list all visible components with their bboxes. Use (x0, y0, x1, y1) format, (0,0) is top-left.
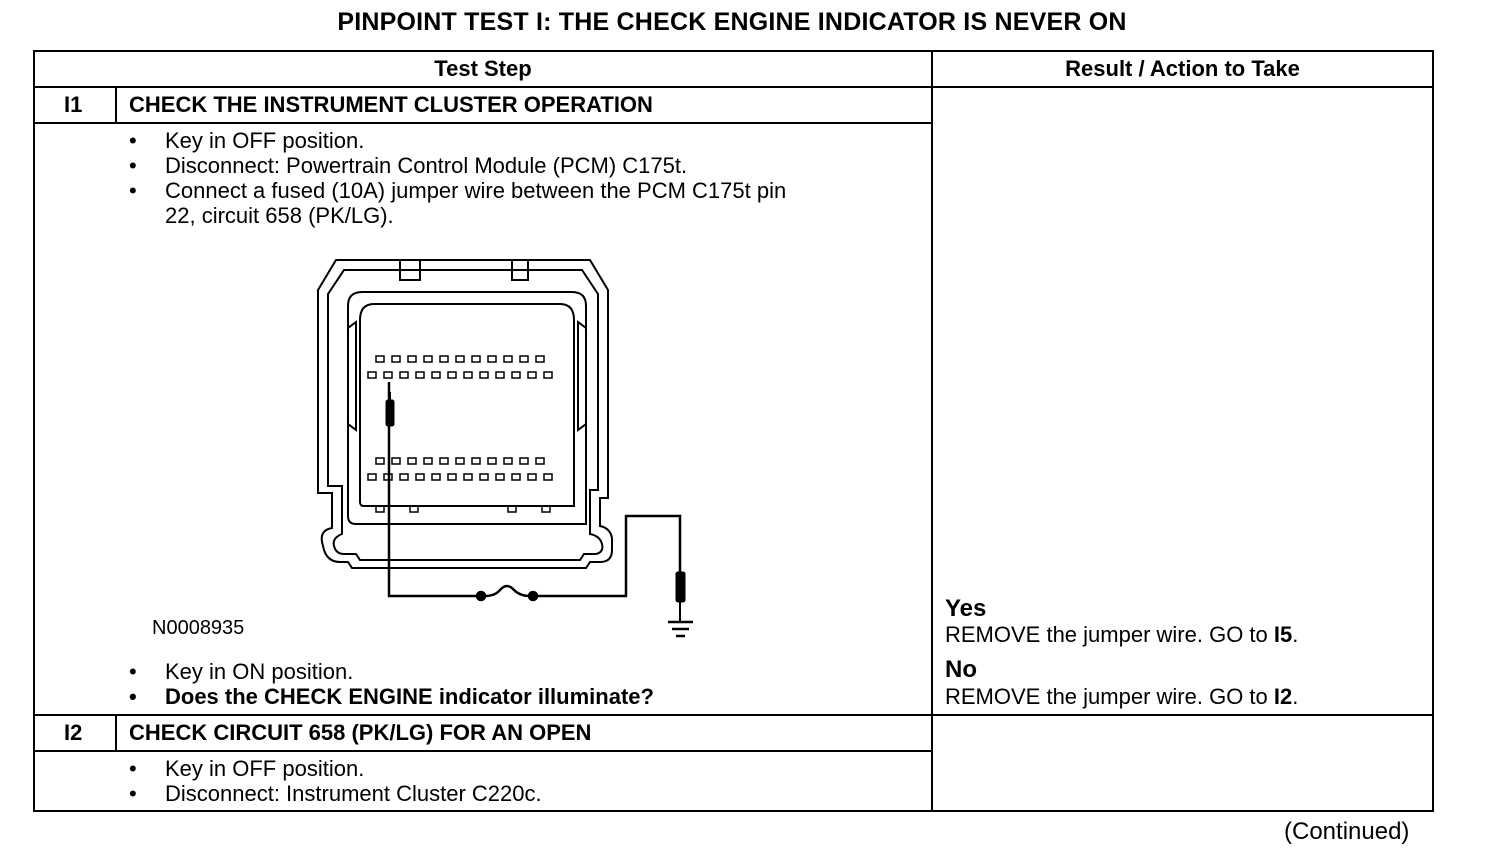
connector-inner-frame (347, 291, 587, 525)
connector-tab-left (399, 260, 421, 281)
pin-row-1 (375, 355, 545, 363)
result-no-label: No (945, 656, 977, 683)
step-i2-bullets-before: •Key in OFF position. •Disconnect: Instr… (129, 756, 542, 806)
step-id-i1: I1 (64, 92, 83, 117)
list-item: •Key in OFF position. (129, 756, 365, 781)
pin-row-3 (375, 457, 545, 465)
header-result-action: Result / Action to Take (1065, 56, 1300, 81)
list-item: •Key in OFF position. (129, 128, 365, 153)
list-item: •Key in ON position. (129, 659, 354, 684)
step-heading-i2: CHECK CIRCUIT 658 (PK/LG) FOR AN OPEN (129, 720, 592, 745)
continued-label: (Continued) (1284, 818, 1410, 845)
pcm-connector-diagram (317, 259, 693, 638)
connector-left-latch (347, 320, 357, 432)
connector-outer-housing (317, 259, 613, 569)
connector-cavity (359, 303, 575, 507)
result-yes-label: Yes (945, 595, 987, 622)
list-item: •Disconnect: Powertrain Control Module (… (129, 153, 688, 178)
header-test-step: Test Step (434, 56, 532, 81)
step-id-i2: I2 (64, 720, 83, 745)
pin-row-5 (375, 505, 551, 513)
list-item-continuation: 22, circuit 658 (PK/LG). (165, 203, 394, 228)
pin-row-4 (367, 473, 553, 481)
step-heading-i1: CHECK THE INSTRUMENT CLUSTER OPERATION (129, 92, 653, 117)
step-i1-bullets-before: •Key in OFF position. •Disconnect: Power… (129, 128, 786, 228)
ground-probe (675, 571, 686, 622)
list-item: •Connect a fused (10A) jumper wire betwe… (129, 178, 787, 203)
step-i1-bullets-after: •Key in ON position. •Does the CHECK ENG… (129, 659, 654, 709)
ground-icon (668, 620, 693, 638)
jumper-wire (387, 382, 682, 598)
pin-row-2 (367, 371, 553, 379)
list-item: •Disconnect: Instrument Cluster C220c. (129, 781, 542, 806)
connector-second-outline (327, 269, 604, 561)
connector-right-latch (577, 320, 587, 432)
connector-tab-right (511, 260, 529, 281)
list-item: •Does the CHECK ENGINE indicator illumin… (129, 684, 654, 709)
page-title: PINPOINT TEST I: THE CHECK ENGINE INDICA… (337, 8, 1127, 36)
figure-id: N0008935 (152, 617, 245, 639)
fuse-symbol (475, 584, 539, 602)
connector-pin-rows (367, 355, 553, 513)
probe-pin-tip (385, 392, 395, 427)
result-no-action: REMOVE the jumper wire. GO to I2. (945, 684, 1299, 709)
result-yes-action: REMOVE the jumper wire. GO to I5. (945, 622, 1299, 647)
